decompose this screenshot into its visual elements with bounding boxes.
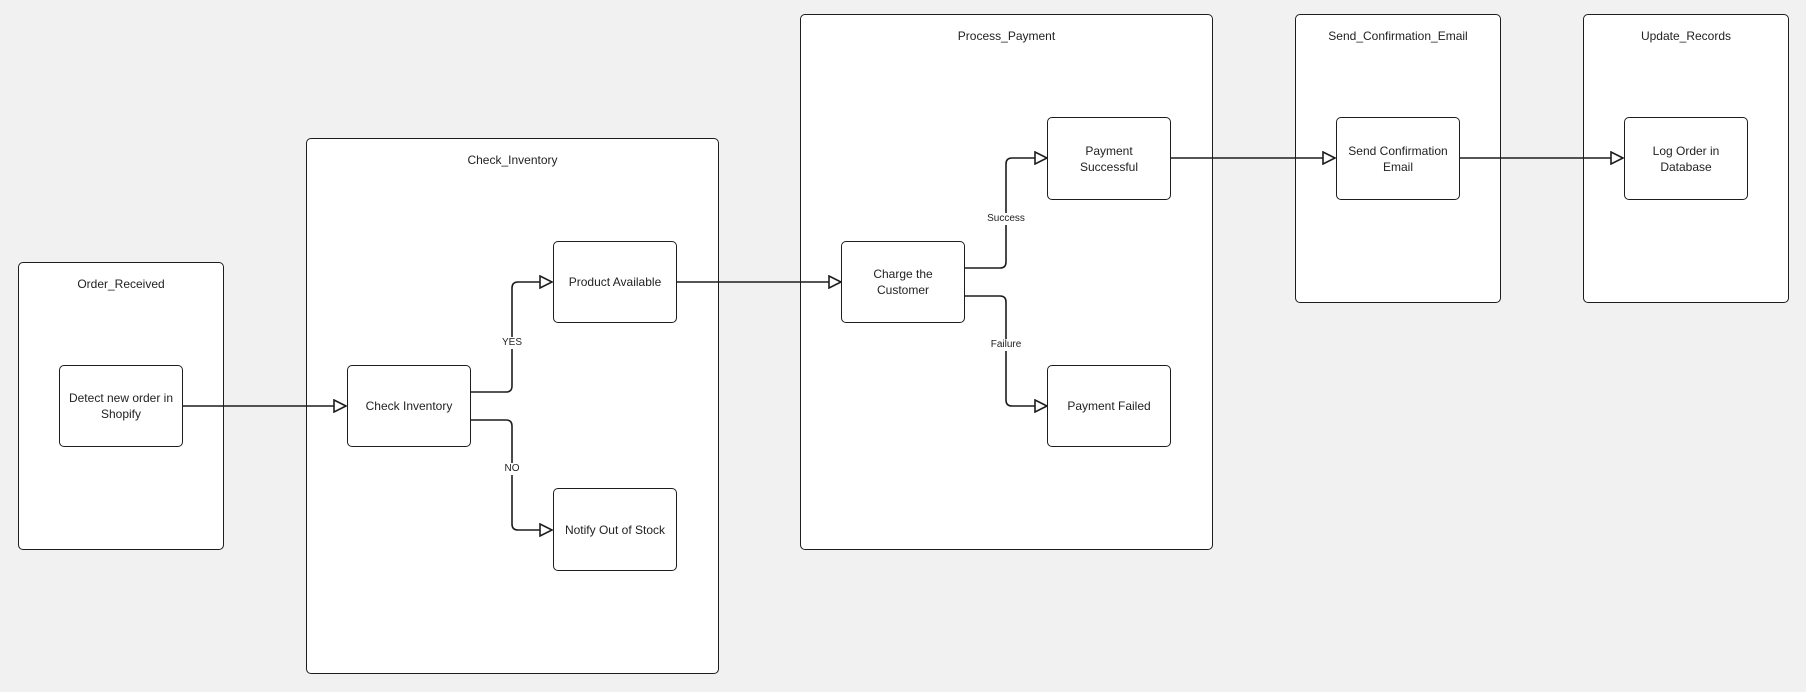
container-title-send-confirmation-email: Send_Confirmation_Email: [1328, 29, 1468, 43]
node-check-inventory[interactable]: Check Inventory: [347, 365, 471, 447]
node-payment-successful[interactable]: Payment Successful: [1047, 117, 1171, 200]
edge-label-failure: Failure: [988, 339, 1024, 351]
edge-label-success: Success: [985, 213, 1027, 225]
container-title-process-payment: Process_Payment: [957, 29, 1056, 43]
container-title-check-inventory: Check_Inventory: [467, 153, 558, 167]
node-charge-customer[interactable]: Charge the Customer: [841, 241, 965, 323]
node-log-order-in-database[interactable]: Log Order in Database: [1624, 117, 1748, 200]
node-detect-new-order[interactable]: Detect new order in Shopify: [59, 365, 183, 447]
node-send-confirmation-email[interactable]: Send Confirmation Email: [1336, 117, 1460, 200]
container-title-order-received: Order_Received: [77, 277, 165, 291]
edge-label-no: NO: [502, 463, 522, 475]
node-payment-failed[interactable]: Payment Failed: [1047, 365, 1171, 447]
node-product-available[interactable]: Product Available: [553, 241, 677, 323]
container-title-update-records: Update_Records: [1640, 29, 1732, 43]
edge-label-yes: YES: [499, 337, 525, 349]
node-notify-out-of-stock[interactable]: Notify Out of Stock: [553, 488, 677, 571]
